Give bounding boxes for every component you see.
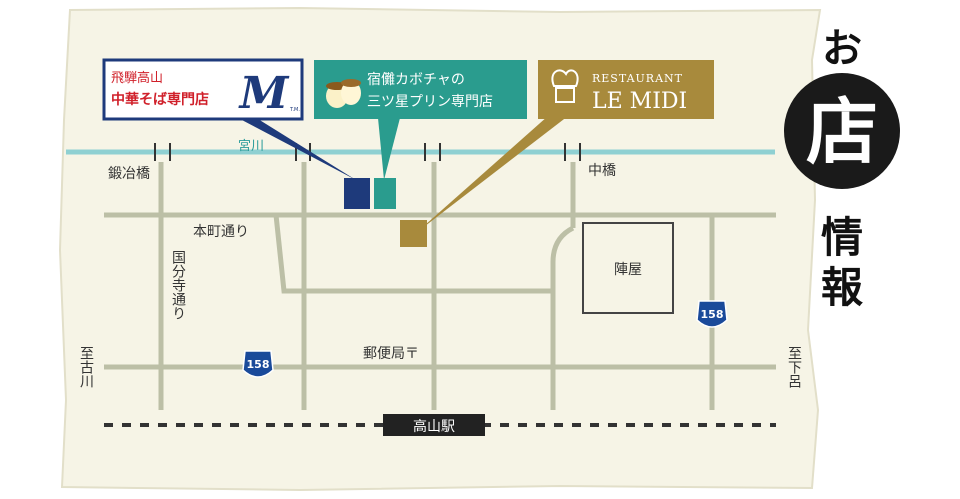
heading-char-jou: 情 bbox=[821, 213, 863, 262]
to-furukawa-label: 至古川 bbox=[78, 346, 94, 388]
heading-char-mise: 店 bbox=[806, 89, 878, 174]
post-office-label: 郵便局〒 bbox=[363, 346, 419, 362]
river-label: 宮川 bbox=[238, 138, 264, 154]
ramen-marker[interactable] bbox=[344, 178, 370, 209]
bridge-marks bbox=[154, 143, 581, 161]
to-gero-label: 至下呂 bbox=[786, 346, 802, 388]
kajibashi-label: 鍛冶橋 bbox=[108, 166, 150, 182]
kokubunji-label: 国分寺通り bbox=[170, 250, 186, 320]
pudding-marker[interactable] bbox=[374, 178, 396, 209]
ramen-sign-line1: 飛騨高山 bbox=[111, 70, 163, 86]
nakabashi-label: 中橋 bbox=[588, 163, 616, 179]
honmachi-label: 本町通り bbox=[193, 224, 249, 240]
route-shield-left: 158 bbox=[242, 350, 274, 378]
jinya-building bbox=[582, 222, 674, 314]
heading-char-hou: 報 bbox=[821, 263, 863, 312]
restaurant-marker[interactable] bbox=[400, 220, 427, 247]
ramen-sign[interactable]: 飛騨高山 中華そば専門店 M T.M. bbox=[102, 58, 304, 121]
ramen-pointer bbox=[240, 119, 356, 180]
pudding-sign-line2: 三ツ星プリン専門店 bbox=[367, 94, 493, 110]
restaurant-sign-line1: RESTAURANT bbox=[592, 72, 683, 85]
pudding-sign-line1: 宿儺カボチャの bbox=[367, 71, 465, 88]
ramen-sign-line2: 中華そば専門店 bbox=[111, 91, 209, 108]
heading-circle bbox=[784, 73, 900, 189]
ramen-logo-mark: T.M. bbox=[289, 107, 300, 113]
route-shield-right: 158 bbox=[696, 300, 728, 328]
pudding-sign[interactable]: 宿儺カボチャの 三ツ星プリン専門店 bbox=[314, 60, 527, 119]
restaurant-pointer bbox=[416, 116, 568, 233]
svg-text:158: 158 bbox=[247, 358, 270, 371]
chef-hat-icon bbox=[551, 69, 579, 103]
heading-char-o: お bbox=[822, 25, 862, 72]
restaurant-sign[interactable]: RESTAURANT LE MIDI bbox=[538, 60, 714, 119]
jinya-label: 陣屋 bbox=[614, 262, 642, 278]
pudding-pointer bbox=[378, 118, 400, 180]
svg-text:158: 158 bbox=[701, 308, 724, 321]
ramen-logo: M bbox=[238, 68, 290, 119]
station-box bbox=[383, 414, 485, 436]
restaurant-sign-line2: LE MIDI bbox=[592, 89, 687, 114]
station-label: 高山駅 bbox=[413, 418, 455, 435]
pudding-cups-icon bbox=[326, 79, 361, 108]
